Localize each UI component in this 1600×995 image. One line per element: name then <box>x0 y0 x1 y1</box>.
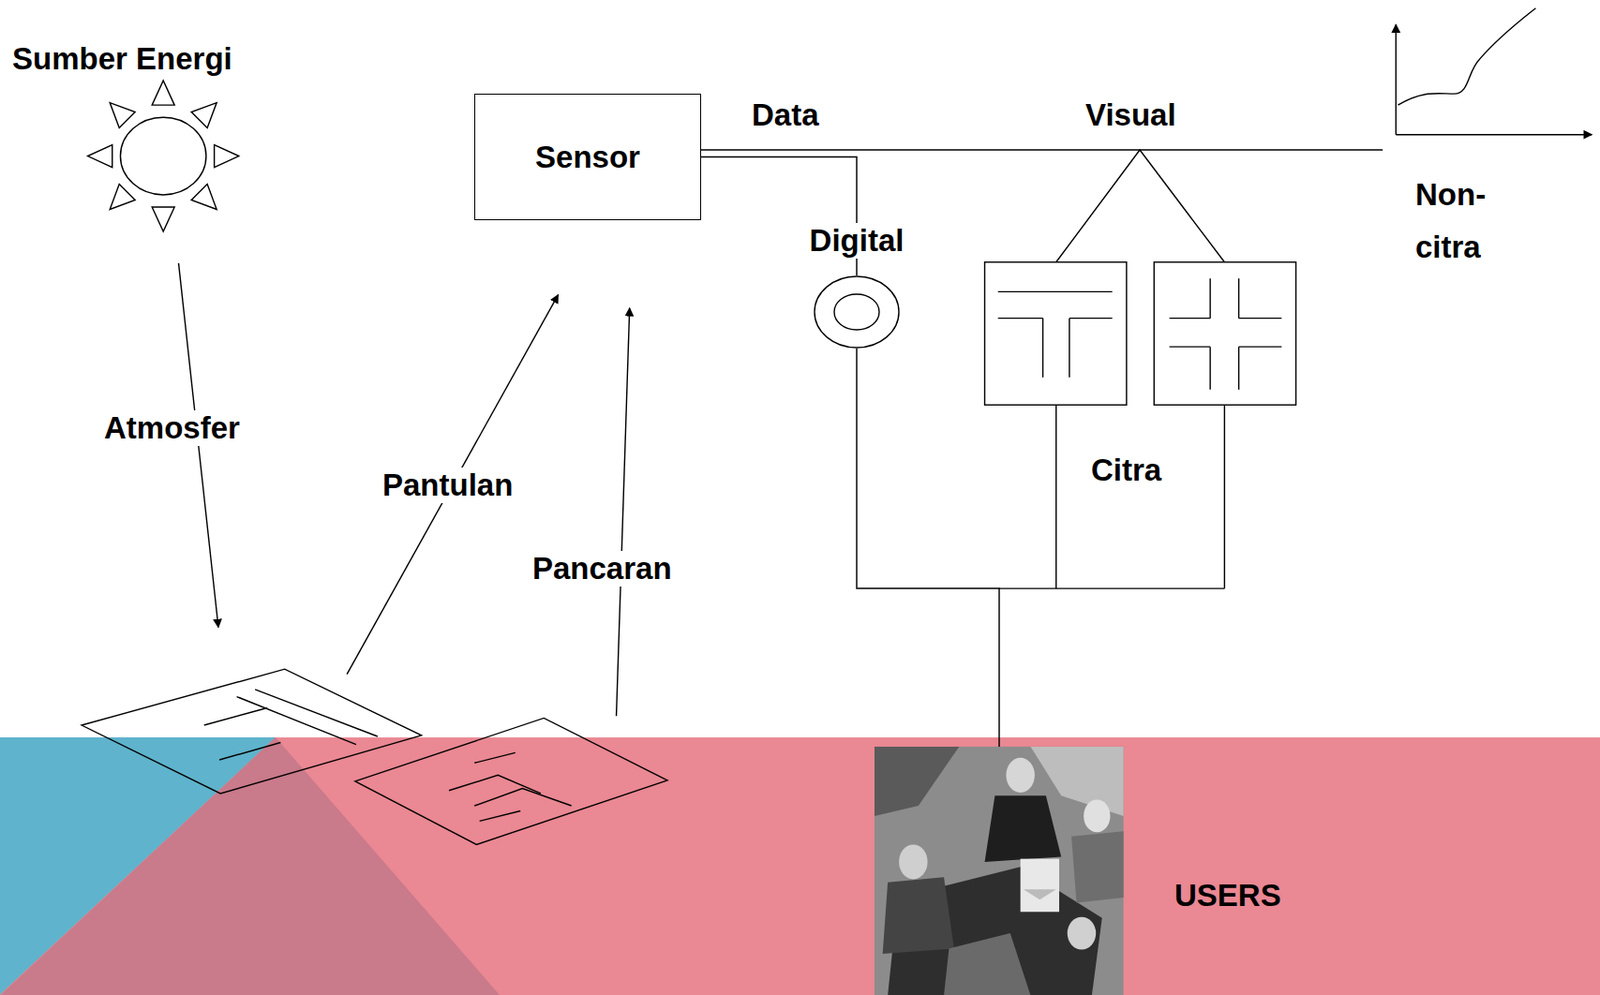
sun-ray <box>151 80 175 105</box>
data-line <box>701 149 1383 150</box>
group-label: Citra <box>1089 452 1164 489</box>
node-text: Sensor <box>535 139 641 176</box>
ground-tile <box>81 669 422 794</box>
sun-ray <box>88 145 113 168</box>
image-symbol <box>1153 262 1296 405</box>
sun-ray <box>191 103 217 129</box>
sun-ray <box>214 145 240 168</box>
image-symbol <box>985 262 1127 405</box>
energy-source-label: Sumber Energi <box>12 41 233 77</box>
wire <box>999 587 1226 589</box>
ground-tile <box>355 717 668 845</box>
users-picture <box>874 747 1124 995</box>
disk-outline <box>813 275 900 349</box>
ground-band <box>0 737 1600 995</box>
flow-label: Visual <box>1083 97 1179 134</box>
sun-ray <box>109 184 135 210</box>
emission-arrow <box>616 308 630 717</box>
wire <box>1055 404 1057 589</box>
visual-branch <box>1056 149 1226 263</box>
sun-ray <box>151 207 175 232</box>
digital-disk: Digital <box>813 275 900 349</box>
reflection-arrow <box>346 295 558 675</box>
path-label: Pantulan <box>380 467 515 504</box>
path-label: Pancaran <box>530 551 674 587</box>
users-node: USERS <box>874 747 1124 995</box>
sun-ray <box>191 184 217 210</box>
group-label: Non- citra <box>1413 168 1521 274</box>
path-label: Atmosfer <box>102 410 242 447</box>
node-text: USERS <box>1174 878 1282 914</box>
node-text: Digital <box>807 223 907 259</box>
sun-ray <box>109 103 135 129</box>
flow-label: Data <box>749 97 822 134</box>
node-text: Sumber Energi <box>12 41 233 77</box>
graph-icon <box>1395 8 1592 135</box>
sun-symbol <box>88 80 240 232</box>
connector <box>856 348 1000 748</box>
mauve-triangle <box>0 737 500 995</box>
wire <box>1224 404 1226 589</box>
sensor-box: Sensor <box>474 93 702 221</box>
